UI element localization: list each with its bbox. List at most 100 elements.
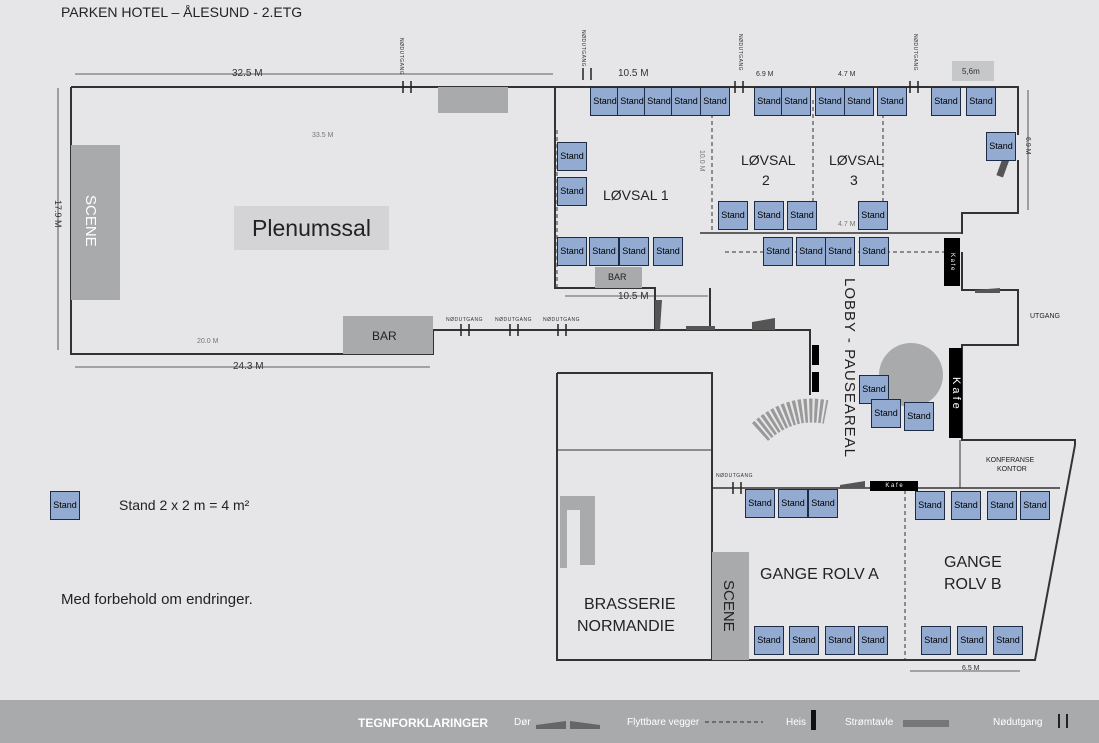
round-table (879, 343, 943, 407)
stand[interactable]: Stand (619, 237, 649, 266)
bar-left-label: BAR (372, 329, 397, 343)
lobby-label: LOBBY - PAUSEAREAL (841, 278, 858, 459)
stand[interactable]: Stand (589, 237, 619, 266)
plenumssal-label: Plenumssal (234, 206, 389, 250)
stand[interactable]: Stand (653, 237, 683, 266)
scene-left-shape (71, 145, 120, 300)
stand[interactable]: Stand (754, 87, 784, 116)
stand[interactable]: Stand (557, 177, 587, 206)
emergency-exit-label: NØDUTGANG (543, 317, 580, 323)
stand[interactable]: Stand (931, 87, 961, 116)
emergency-exit-label: NØDUTGANG (446, 317, 483, 323)
stand[interactable]: Stand (557, 142, 587, 171)
dim-33-5: 33.5 M (312, 132, 334, 139)
stand[interactable]: Stand (877, 87, 907, 116)
dim-24-3: 24.3 M (233, 361, 264, 372)
stand[interactable]: Stand (844, 87, 874, 116)
stand[interactable]: Stand (858, 201, 888, 230)
emergency-exit-label: NØDUTGANG (912, 34, 918, 71)
stand[interactable]: Stand (754, 626, 784, 655)
stand[interactable]: Stand (966, 87, 996, 116)
legend-door-label: Dør (514, 717, 531, 728)
dim-4-7-top: 4.7 M (838, 71, 856, 78)
lovsal2-label-a: LØVSAL (741, 152, 796, 168)
emergency-exit-label: NØDUTGANG (737, 34, 743, 71)
dim-20-0: 20.0 M (197, 338, 219, 345)
stand[interactable]: Stand (987, 491, 1017, 520)
gange-b-label-a: GANGE (944, 554, 1002, 571)
bar-left-shape (343, 316, 433, 354)
dim-17-9: 17.9 M (53, 200, 63, 228)
legend-elevator-label: Heis (786, 717, 807, 728)
emergency-exit-label: NØDUTGANG (716, 473, 753, 479)
stand[interactable]: Stand (787, 201, 817, 230)
lovsal3-label-b: 3 (850, 172, 858, 188)
lovsal3-label-a: LØVSAL (829, 152, 884, 168)
brasserie-label-a: BRASSERIE (584, 596, 676, 613)
stand[interactable]: Stand (671, 87, 701, 116)
stand[interactable]: Stand (859, 237, 889, 266)
kafe-vertical-sign: K a f e (949, 348, 962, 438)
stand[interactable]: Stand (700, 87, 730, 116)
scene-left-label: SCENE (82, 195, 99, 247)
stand[interactable]: Stand (789, 626, 819, 655)
legend-emergency-label: Nødutgang (993, 717, 1043, 728)
stand[interactable]: Stand (745, 489, 775, 518)
kafe-bottom-sign: K a f e (870, 481, 918, 491)
dim-6-9-top: 6.9 M (756, 71, 774, 78)
movable-wall-icon (705, 721, 763, 723)
gange-b-label-b: ROLV B (944, 576, 1002, 593)
stand[interactable]: Stand (815, 87, 845, 116)
elevator-icon (811, 710, 816, 730)
scene-bottom-label: SCENE (720, 580, 737, 632)
stand[interactable]: Stand (915, 491, 945, 520)
dim-10-0: 10.0 M (698, 150, 705, 172)
stand[interactable]: Stand (644, 87, 674, 116)
power-panel-icon (903, 720, 949, 727)
emergency-exit-label: NØDUTGANG (398, 38, 404, 75)
stand[interactable]: Stand (858, 626, 888, 655)
dim-6-5: 6.5 M (962, 665, 980, 672)
stand[interactable]: Stand (796, 237, 826, 266)
lovsal2-label-b: 2 (762, 172, 770, 188)
dim-4-7-mid: 4.7 M (838, 221, 856, 228)
stand-legend-sample: Stand (50, 491, 80, 520)
emergency-exit-label: NØDUTGANG (580, 30, 586, 67)
stand[interactable]: Stand (1020, 491, 1050, 520)
stand[interactable]: Stand (871, 399, 901, 428)
legend-power-label: Strømtavle (845, 717, 894, 728)
stand[interactable]: Stand (808, 489, 838, 518)
dim-6-9-right: 6.9 M (1024, 137, 1031, 155)
stand[interactable]: Stand (763, 237, 793, 266)
stand[interactable]: Stand (617, 87, 647, 116)
dim-10-5-bottom: 10.5 M (618, 291, 649, 302)
stand[interactable]: Stand (718, 201, 748, 230)
dim-5-6: 5,6m (962, 67, 980, 76)
legend-bar: TEGNFORKLARINGER Dør Flyttbare vegger He… (0, 700, 1099, 743)
brasserie-label-b: NORMANDIE (577, 618, 675, 635)
stand[interactable]: Stand (921, 626, 951, 655)
emergency-exit-label: NØDUTGANG (495, 317, 532, 323)
utgang-label: UTGANG (1030, 313, 1060, 320)
stand[interactable]: Stand (778, 489, 808, 518)
stand[interactable]: Stand (951, 491, 981, 520)
lovsal1-label: LØVSAL 1 (603, 187, 669, 203)
stand[interactable]: Stand (590, 87, 620, 116)
emergency-exit-icon (1058, 714, 1068, 728)
disclaimer: Med forbehold om endringer. (61, 591, 253, 608)
stand[interactable]: Stand (825, 237, 855, 266)
stand-legend-text: Stand 2 x 2 m = 4 m² (119, 497, 250, 513)
stand[interactable]: Stand (904, 402, 934, 431)
stand[interactable]: Stand (557, 237, 587, 266)
stand[interactable]: Stand (825, 626, 855, 655)
bar-small-label: BAR (608, 272, 627, 282)
dim-10-5-top: 10.5 M (618, 68, 649, 79)
stand[interactable]: Stand (781, 87, 811, 116)
stand[interactable]: Stand (957, 626, 987, 655)
dim-32-5: 32.5 M (232, 68, 263, 79)
konferanse-label-a: KONFERANSE (986, 457, 1035, 464)
stand[interactable]: Stand (986, 132, 1016, 161)
stand[interactable]: Stand (993, 626, 1023, 655)
gange-a-label: GANGE ROLV A (760, 566, 879, 583)
stand[interactable]: Stand (754, 201, 784, 230)
